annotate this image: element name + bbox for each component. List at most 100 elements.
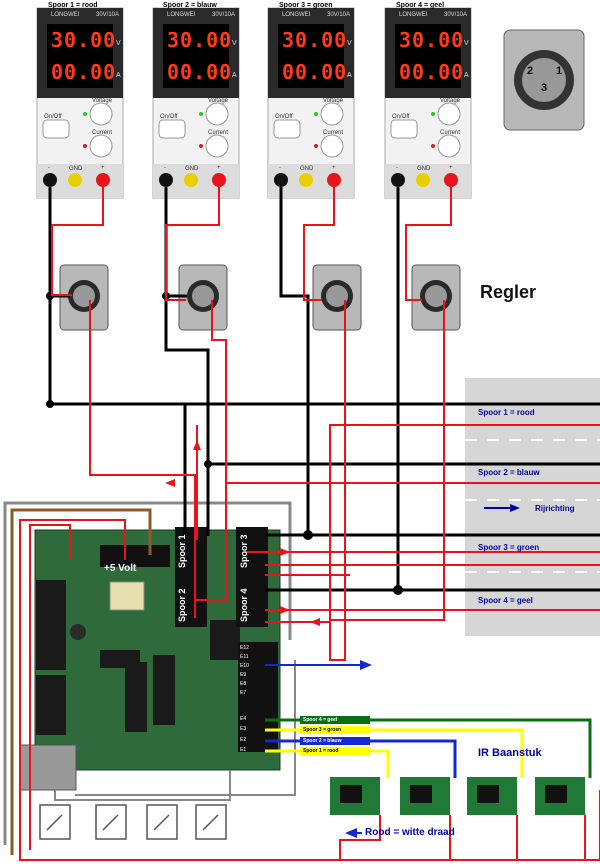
pin-e8: E8	[240, 681, 247, 687]
pin-e9: E9	[240, 672, 247, 678]
pin-e4: E4	[240, 716, 247, 722]
ir-sensor-2	[400, 777, 450, 815]
xlr-pin-1: 1	[556, 65, 563, 77]
xlr-connector-reference	[503, 29, 585, 131]
minus-label-2: -	[164, 165, 166, 171]
onoff-label-2: On/Off	[160, 114, 178, 120]
pin-e2: E2	[240, 737, 247, 743]
gnd-label-1: GND	[69, 166, 83, 172]
psu-3-brand: LONGWEI	[282, 12, 311, 18]
psu-1-title: Spoor 1 = rood	[48, 2, 98, 9]
current-label-3: Current	[323, 130, 344, 136]
psu-1	[36, 7, 124, 199]
pin-e7: E7	[240, 690, 247, 696]
road-label-spoor-2: Spoor 2 = blauw	[478, 468, 540, 477]
switches	[39, 804, 227, 840]
volt-unit-4: V	[464, 40, 469, 47]
current-label-4: Current	[440, 130, 461, 136]
sensor-tag-spoor-4: Spoor 4 = geel	[303, 717, 338, 723]
onoff-label-1: On/Off	[44, 114, 62, 120]
psu-4-voltage: 30.00	[399, 28, 465, 52]
volt-unit-2: V	[232, 40, 237, 47]
minus-label-1: -	[48, 165, 50, 171]
ir-sensor-3	[467, 777, 517, 815]
spoor-1-connector-label: Spoor 1	[177, 534, 187, 568]
psu-1-model: 30V/10A	[96, 12, 120, 18]
amp-unit-3: A	[347, 72, 352, 79]
psu-1-brand: LONGWEI	[51, 12, 80, 18]
voltage-label-1: Voltage	[92, 98, 113, 104]
minus-label-3: -	[279, 165, 281, 171]
current-label-1: Current	[92, 130, 113, 136]
spoor-34-connector	[236, 527, 268, 627]
psu-1-voltage: 30.00	[51, 28, 117, 52]
spoor-4-connector-label: Spoor 4	[239, 588, 249, 622]
psu-3-title: Spoor 3 = groen	[279, 2, 333, 9]
plus-label-2: +	[217, 165, 221, 171]
xlr-regler-4	[411, 264, 461, 331]
red-wires	[19, 187, 600, 861]
psu-3-voltage: 30.00	[282, 28, 348, 52]
ir-sensor-1	[330, 777, 380, 815]
supply-label: +5 Volt	[104, 563, 137, 574]
psu-3-current: 00.00	[282, 60, 348, 84]
pin-e1: E1	[240, 747, 247, 753]
onoff-label-3: On/Off	[275, 114, 293, 120]
xlr-pin-3: 3	[541, 82, 548, 94]
road-label-spoor-3: Spoor 3 = groen	[478, 543, 540, 552]
voltage-label-4: Voltage	[440, 98, 461, 104]
psu-2-title: Spoor 2 = blauw	[163, 2, 217, 9]
volt-unit-3: V	[347, 40, 352, 47]
amp-unit-4: A	[464, 72, 469, 79]
psu-controls	[42, 102, 461, 158]
psu-2-current: 00.00	[167, 60, 233, 84]
spoor-12-connector	[175, 527, 207, 627]
gnd-label-3: GND	[300, 166, 314, 172]
sensor-tag-spoor-1: Spoor 1 = rood	[303, 748, 339, 754]
psu-2	[152, 7, 240, 199]
psu-2-voltage: 30.00	[167, 28, 233, 52]
pin-e11: E11	[240, 654, 249, 660]
psu-terminals	[43, 173, 458, 187]
psu-4	[384, 7, 472, 199]
pin-e12: E12	[240, 645, 249, 651]
xlr-regler-1	[59, 264, 109, 331]
psu-3-model: 30V/10A	[327, 12, 351, 18]
amp-unit-2: A	[232, 72, 237, 79]
amp-unit-1: A	[116, 72, 121, 79]
psu-4-brand: LONGWEI	[399, 12, 428, 18]
psu-2-brand: LONGWEI	[167, 12, 196, 18]
xlr-pin-2: 2	[527, 65, 534, 77]
road-label-spoor-1: Spoor 1 = rood	[478, 408, 535, 417]
volt-unit-1: V	[116, 40, 121, 47]
sensor-tag-spoor-2: Spoor 2 = blauw	[303, 738, 342, 744]
ir-baanstuk-label: IR Baanstuk	[478, 747, 542, 759]
xlr-regler-3	[312, 264, 362, 331]
gnd-label-4: GND	[417, 166, 431, 172]
plus-label-1: +	[101, 165, 105, 171]
psu-1-current: 00.00	[51, 60, 117, 84]
plus-label-3: +	[332, 165, 336, 171]
current-label-2: Current	[208, 130, 229, 136]
road-label-spoor-4: Spoor 4 = geel	[478, 596, 533, 605]
direction-label: Rijrichting	[535, 504, 575, 513]
psu-2-model: 30V/10A	[212, 12, 236, 18]
regler-label: Regler	[480, 282, 537, 302]
spoor-2-connector-label: Spoor 2	[177, 588, 187, 622]
voltage-label-3: Voltage	[323, 98, 344, 104]
ir-sensor-4	[535, 777, 585, 815]
white-wire-label: Rood = witte draad	[365, 827, 455, 838]
pin-e10: E10	[240, 663, 249, 669]
psu-4-model: 30V/10A	[444, 12, 468, 18]
input-header	[238, 642, 278, 752]
spoor-3-connector-label: Spoor 3	[239, 534, 249, 568]
supply-connector	[100, 545, 170, 567]
voltage-label-2: Voltage	[208, 98, 229, 104]
sensor-tag-spoor-3: Spoor 3 = groen	[303, 727, 342, 733]
psu-4-current: 00.00	[399, 60, 465, 84]
minus-label-4: -	[396, 165, 398, 171]
psu-4-title: Spoor 4 = geel	[396, 2, 445, 9]
onoff-label-4: On/Off	[392, 114, 410, 120]
